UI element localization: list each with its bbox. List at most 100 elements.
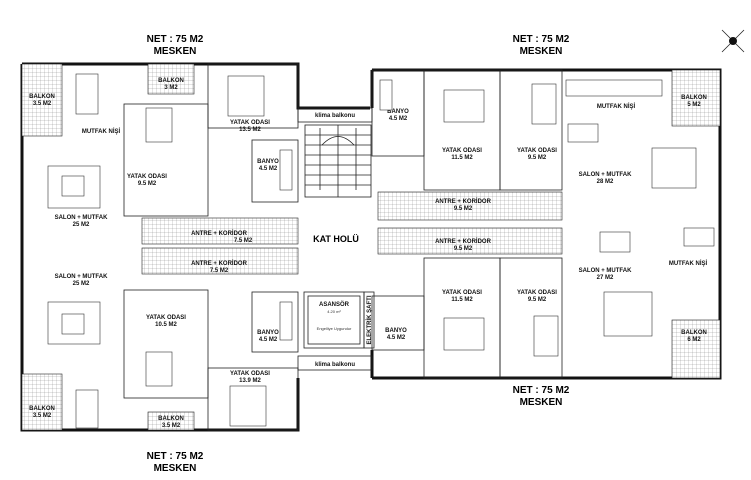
bl-bed-small (145, 351, 173, 387)
tl-entrance-hall (141, 217, 299, 245)
br-dining-table (599, 231, 631, 253)
br-sofa (603, 291, 653, 337)
bl-dining-table (75, 389, 99, 429)
bottom-right-area: NET : 75 M2 (513, 385, 570, 396)
tr-dining-table (567, 123, 599, 143)
svg-text:11.5 M2: 11.5 M2 (451, 297, 473, 303)
north-arrow-icon (721, 29, 745, 53)
svg-text:BANYO: BANYO (387, 109, 409, 115)
svg-text:YATAK ODASI: YATAK ODASI (127, 174, 167, 180)
svg-text:YATAK ODASI: YATAK ODASI (517, 290, 557, 296)
svg-text:28 M2: 28 M2 (597, 179, 614, 185)
tr-kitchen-label: MUTFAK NİŞİ (597, 103, 636, 110)
tl-bed-small (145, 107, 173, 143)
svg-text:YATAK ODASI: YATAK ODASI (442, 148, 482, 154)
svg-text:BANYO: BANYO (385, 328, 407, 334)
svg-text:5 M2: 5 M2 (687, 102, 701, 108)
tl-balcony-b (147, 63, 195, 95)
svg-text:BALKON: BALKON (158, 416, 184, 422)
elevator-area: 4.20 m² (327, 309, 341, 314)
bl-balcony-b (147, 411, 195, 431)
svg-text:YATAK ODASI: YATAK ODASI (230, 371, 270, 377)
svg-text:9.5 M2: 9.5 M2 (454, 206, 473, 212)
elevator-shaft (303, 291, 365, 349)
svg-text:27 M2: 27 M2 (597, 275, 614, 281)
svg-text:BALKON: BALKON (681, 330, 707, 336)
svg-text:SALON + MUTFAK: SALON + MUTFAK (579, 268, 633, 274)
br-entrance-hall (377, 227, 563, 255)
tr-balcony (671, 69, 721, 127)
svg-text:7.5 M2: 7.5 M2 (234, 238, 253, 244)
tr-bed-b (531, 83, 557, 125)
br-bed-a (443, 317, 485, 351)
svg-text:3.5 M2: 3.5 M2 (162, 423, 181, 429)
svg-text:ANTRE + KORİDOR: ANTRE + KORİDOR (191, 230, 248, 237)
kat-holu-label: KAT HOLÜ (313, 234, 359, 244)
svg-text:SALON + MUTFAK: SALON + MUTFAK (579, 172, 633, 178)
unit-bottom-left: ANTRE + KORİDOR 7.5 M2 SALON + MUTFAK 25… (21, 247, 299, 431)
stair-treads (305, 125, 371, 197)
tl-balcony-a (21, 63, 63, 137)
svg-text:6 M2: 6 M2 (687, 337, 701, 343)
svg-text:3.5 M2: 3.5 M2 (33, 413, 52, 419)
unit-top-left: BALKON 3.5 M2 BALKON 3 M2 MUTFAK NİŞİ YA… (21, 63, 299, 245)
svg-text:9.5 M2: 9.5 M2 (138, 181, 157, 187)
bottom-right-type: MESKEN (520, 397, 563, 408)
tl-dining-table (75, 73, 99, 115)
bottom-left-area: NET : 75 M2 (147, 451, 204, 462)
svg-text:YATAK ODASI: YATAK ODASI (517, 148, 557, 154)
svg-text:YATAK ODASI: YATAK ODASI (146, 315, 186, 321)
svg-text:25 M2: 25 M2 (73, 281, 90, 287)
svg-text:BALKON: BALKON (29, 94, 55, 100)
bl-entrance-hall (141, 247, 299, 275)
svg-text:9.5 M2: 9.5 M2 (528, 155, 547, 161)
br-kitchen-label: MUTFAK NİŞİ (669, 260, 708, 267)
unit-headers: NET : 75 M2 MESKEN NET : 75 M2 MESKEN NE… (147, 34, 570, 474)
tl-kitchen-label: MUTFAK NİŞİ (82, 128, 121, 135)
svg-text:BALKON: BALKON (29, 406, 55, 412)
elevator-title: ASANSÖR (319, 301, 350, 308)
svg-text:BALKON: BALKON (158, 78, 184, 84)
svg-text:3.5 M2: 3.5 M2 (33, 101, 52, 107)
svg-text:11.5 M2: 11.5 M2 (451, 155, 473, 161)
ac-balcony-bottom: klima balkonu (315, 362, 355, 368)
svg-text:ANTRE + KORİDOR: ANTRE + KORİDOR (435, 238, 492, 245)
svg-text:YATAK ODASI: YATAK ODASI (230, 120, 270, 126)
top-left-area: NET : 75 M2 (147, 34, 204, 45)
ac-balcony-top: klima balkonu (315, 113, 355, 119)
svg-text:SALON + MUTFAK: SALON + MUTFAK (55, 215, 109, 221)
top-right-area: NET : 75 M2 (513, 34, 570, 45)
svg-text:9.5 M2: 9.5 M2 (528, 297, 547, 303)
br-balcony (671, 319, 721, 379)
svg-text:9.5 M2: 9.5 M2 (454, 246, 473, 252)
top-left-type: MESKEN (154, 46, 197, 57)
svg-text:ANTRE + KORİDOR: ANTRE + KORİDOR (435, 198, 492, 205)
svg-text:YATAK ODASI: YATAK ODASI (442, 290, 482, 296)
svg-text:10.5 M2: 10.5 M2 (155, 322, 177, 328)
tr-sofa (651, 147, 697, 189)
bl-bed-large (229, 385, 267, 427)
svg-text:4.5 M2: 4.5 M2 (387, 335, 406, 341)
bottom-left-type: MESKEN (154, 463, 197, 474)
svg-text:13.5 M2: 13.5 M2 (239, 127, 261, 133)
svg-text:4.5 M2: 4.5 M2 (389, 116, 408, 122)
building-core: klima balkonu KAT HOLÜ ASANSÖR 4.20 m² E… (297, 107, 375, 371)
svg-text:4.5 M2: 4.5 M2 (259, 166, 278, 172)
svg-text:SALON + MUTFAK: SALON + MUTFAK (55, 274, 109, 280)
svg-text:4.5 M2: 4.5 M2 (259, 337, 278, 343)
tl-bed-large (227, 75, 265, 117)
svg-text:BANYO: BANYO (257, 330, 279, 336)
unit-bottom-right: ANTRE + KORİDOR 9.5 M2 MUTFAK NİŞİ SALON… (371, 227, 721, 379)
svg-text:13.9 M2: 13.9 M2 (239, 378, 261, 384)
svg-text:3 M2: 3 M2 (164, 85, 178, 91)
svg-text:25 M2: 25 M2 (73, 222, 90, 228)
elevator-note: Engelliye Uygundur (317, 326, 352, 331)
svg-text:ANTRE + KORİDOR: ANTRE + KORİDOR (191, 260, 248, 267)
tr-bed-a (443, 89, 485, 123)
br-bed-b (533, 315, 559, 357)
bl-balcony-a (21, 373, 63, 431)
unit-top-right: BANYO 4.5 M2 YATAK ODASI 11.5 M2 YATAK O… (371, 69, 721, 221)
top-right-type: MESKEN (520, 46, 563, 57)
tr-entrance-hall (377, 191, 563, 221)
